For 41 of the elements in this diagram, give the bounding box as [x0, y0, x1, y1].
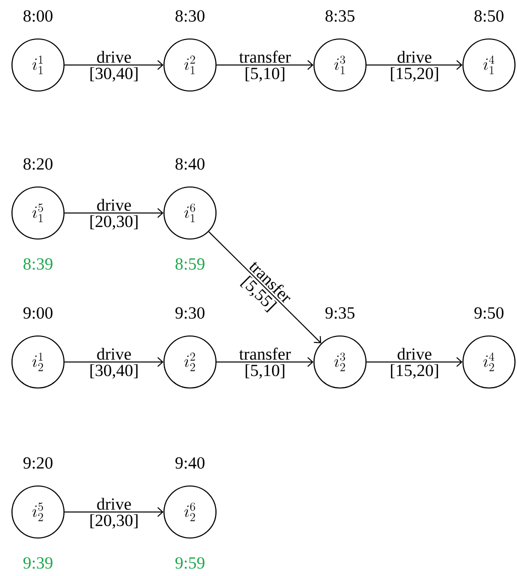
- time-label: 9:20: [23, 457, 52, 469]
- edge-label: drive: [398, 348, 432, 360]
- time-label: 8:00: [24, 10, 52, 22]
- time-label: 8:30: [176, 10, 204, 22]
- edge-label: [5,10]: [246, 364, 284, 379]
- edge-label: transfer: [239, 348, 291, 360]
- arrow: [216, 60, 314, 70]
- time-label: 8:35: [326, 10, 354, 22]
- edge-label: [20,30]: [90, 215, 138, 230]
- edge-label: transfer: [239, 50, 291, 63]
- time-label: 9:50: [474, 307, 504, 319]
- time-label: 8:40: [176, 158, 204, 170]
- edge-label: [30,40]: [90, 364, 138, 379]
- time-label: 9:30: [175, 307, 204, 319]
- arrow: [366, 60, 462, 70]
- time-label: 8:20: [24, 158, 52, 170]
- arrow: [208, 231, 322, 344]
- edge-label: drive: [97, 498, 131, 510]
- time-label: 9:40: [175, 457, 204, 469]
- edge-label: [20,30]: [90, 514, 138, 529]
- time-label: 9:39: [23, 557, 52, 569]
- arrow: [64, 208, 164, 218]
- arrow: [216, 357, 314, 367]
- time-label: 8:59: [176, 258, 204, 270]
- arrow: [64, 60, 164, 70]
- time-label: 9:59: [175, 557, 204, 569]
- time-label: 9:35: [325, 307, 354, 319]
- edge-label: drive: [398, 50, 432, 63]
- edge-label: drive: [97, 50, 131, 63]
- edge-label: [30,40]: [90, 67, 138, 82]
- edge-label: [15,20]: [390, 67, 438, 82]
- edge-label: drive: [97, 348, 131, 360]
- edge-label: [15,20]: [390, 364, 438, 379]
- time-label: 9:00: [23, 307, 52, 319]
- arrow: [366, 357, 462, 367]
- edge-label: drive: [97, 198, 131, 211]
- arrow: [64, 507, 164, 517]
- arrow: [64, 357, 164, 367]
- time-label: 8:39: [24, 258, 52, 270]
- time-label: 8:50: [474, 10, 504, 22]
- edge-label: [5,10]: [246, 67, 284, 82]
